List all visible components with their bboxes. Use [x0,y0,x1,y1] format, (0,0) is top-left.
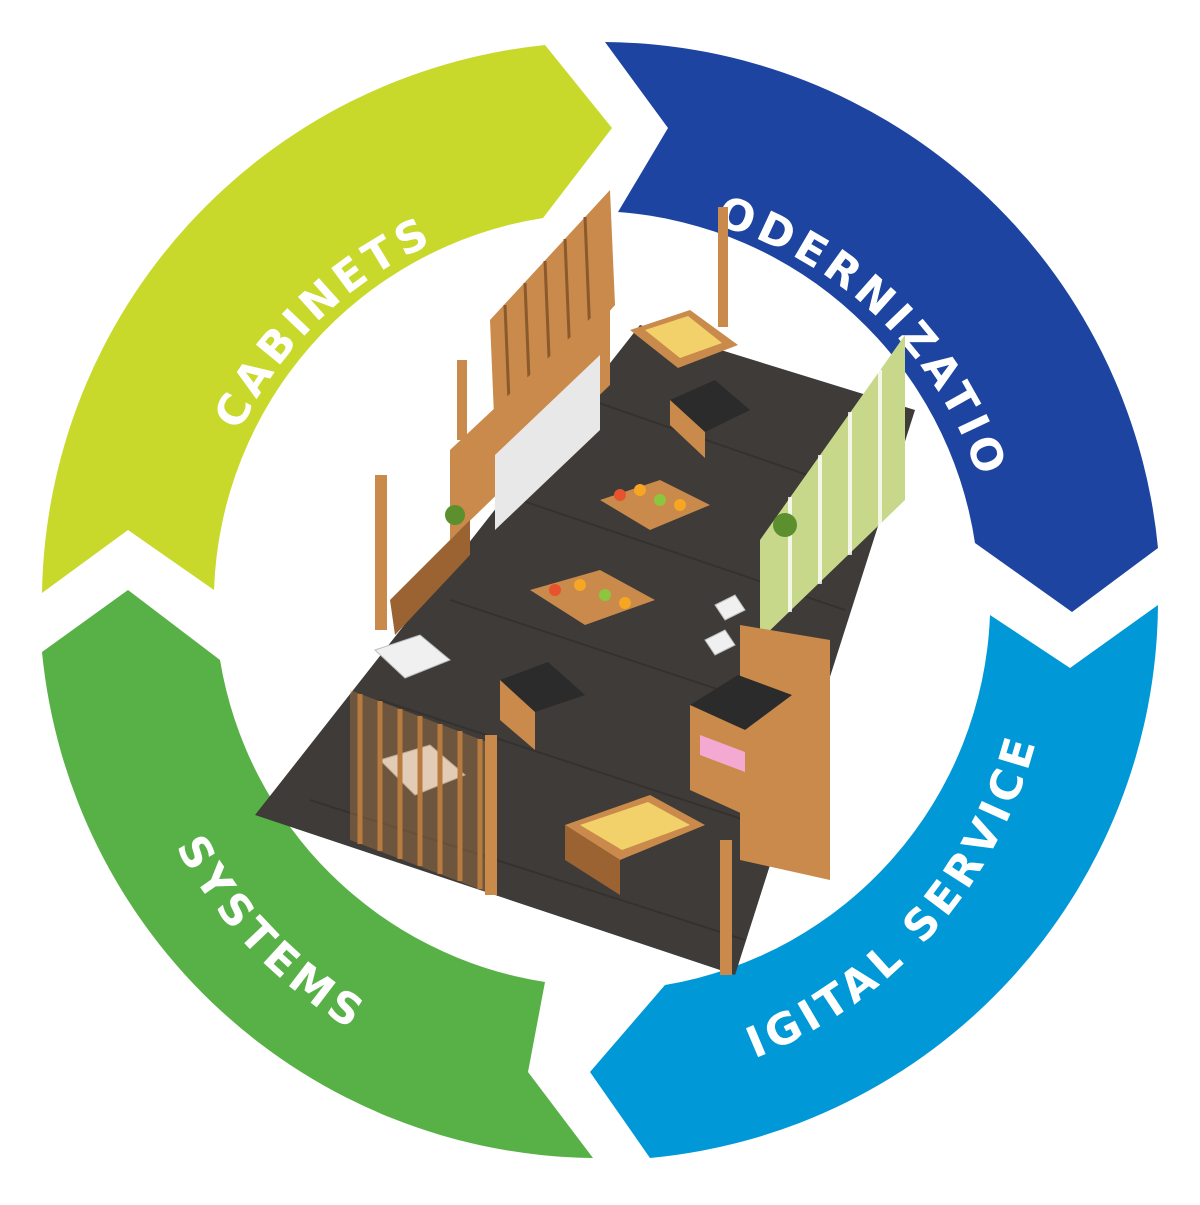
display-cabinet [565,795,705,895]
display-cabinet [630,310,738,368]
systems-arrow [42,590,593,1158]
post [718,207,728,327]
display-cabinet [670,380,750,458]
display-cabinet [500,662,585,750]
plant [445,505,465,525]
post [375,475,387,630]
cycle-ring [42,42,1158,1158]
left-bench [390,520,470,635]
slat-wall-back [490,190,615,440]
post [485,735,497,895]
plant [773,513,797,537]
post [720,840,732,975]
display-cabinet [690,675,792,815]
right-striped-wall [760,335,905,640]
modernization-arrow [605,42,1158,612]
left-wall [450,300,610,540]
fruit-display-table [600,480,710,530]
right-wood-panel [740,625,830,880]
digital-services-arrow [590,605,1158,1158]
cabinets-arrow [42,45,612,593]
fruit-display-table [530,570,655,625]
post [457,360,467,440]
slat-wall-front [350,690,495,895]
store-floorplan-illustration [255,190,915,975]
drink-cooler-wall [495,355,600,530]
